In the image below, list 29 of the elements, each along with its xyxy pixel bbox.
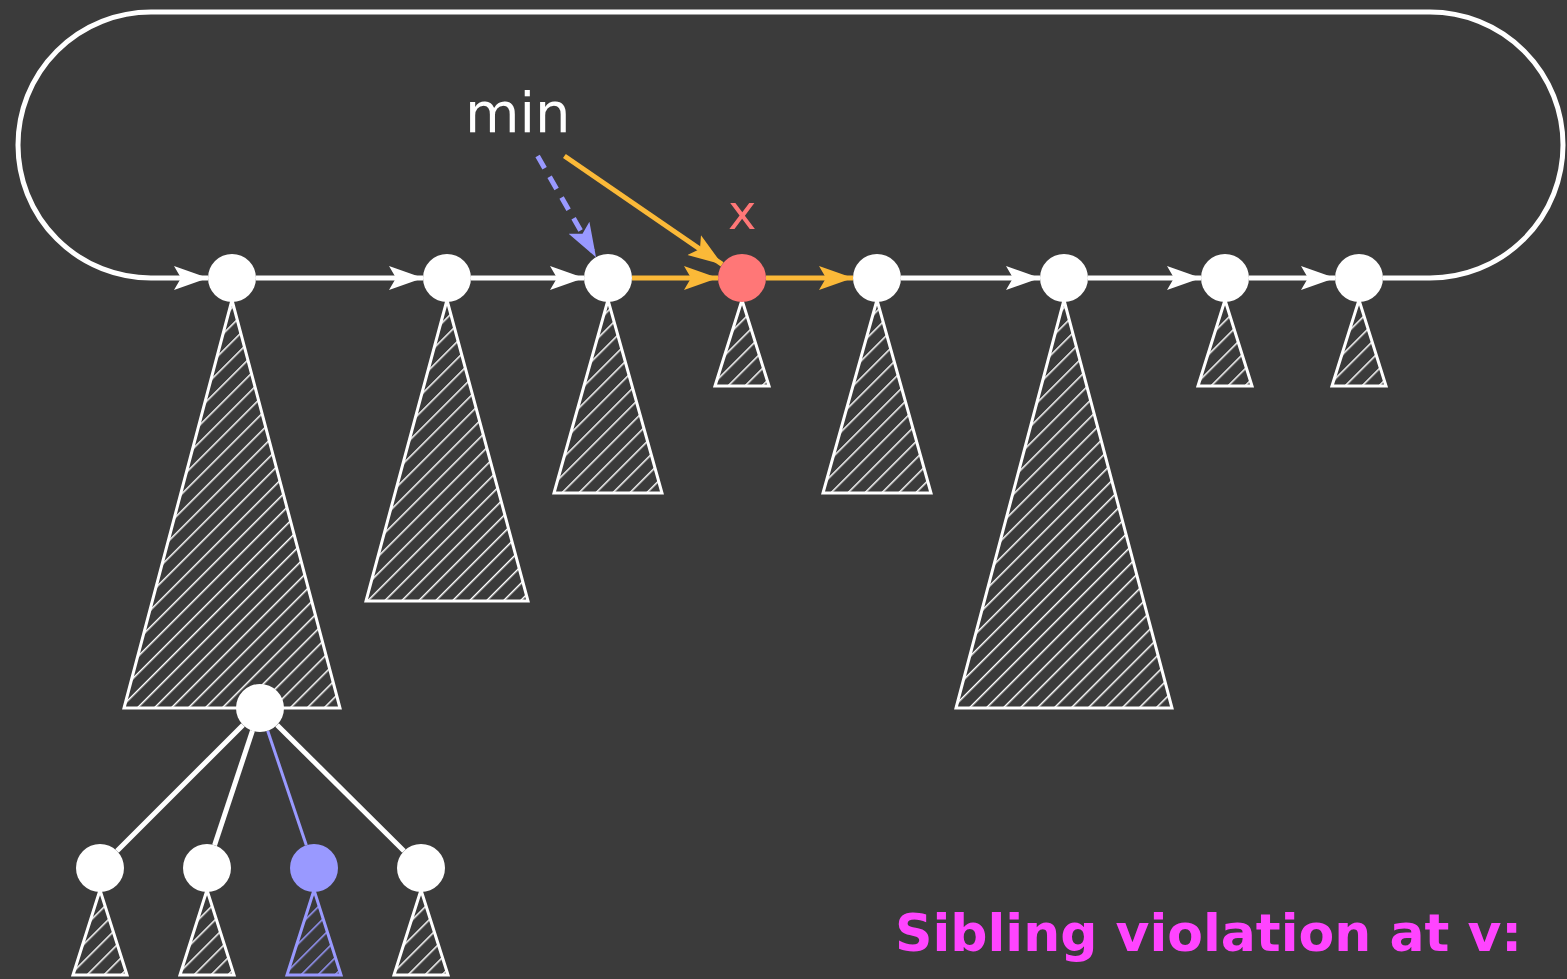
tree-edge-line — [212, 730, 255, 846]
arrow — [1249, 266, 1335, 290]
tree-node-circle — [584, 254, 632, 302]
tree-edge-line — [266, 730, 308, 846]
tree-node-circle — [76, 844, 124, 892]
tree-node-circle — [397, 844, 445, 892]
tree-edge-line — [275, 723, 406, 853]
arrow — [632, 266, 718, 290]
tree-node-circle — [1335, 254, 1383, 302]
tree-node-circle — [853, 254, 901, 302]
tree-node-circle — [208, 254, 256, 302]
arrow — [901, 266, 1040, 290]
arrow — [766, 266, 853, 290]
arrow — [256, 266, 423, 290]
tree-edge-line — [115, 723, 245, 853]
tree-node-circle — [423, 254, 471, 302]
arrow — [471, 266, 584, 290]
tree-node-circle — [290, 844, 338, 892]
arrow — [1088, 266, 1201, 290]
tree-node-circle — [718, 254, 766, 302]
circular-link-arrow — [15, 9, 1566, 290]
tree-node-circle — [1201, 254, 1249, 302]
tree-node-circle — [1040, 254, 1088, 302]
pointer-label: min — [465, 82, 571, 144]
arrow — [535, 154, 599, 259]
tree-node-circle — [183, 844, 231, 892]
arrow — [563, 153, 724, 267]
node-label: x — [728, 188, 757, 236]
violation-caption: Sibling violation at v: — [895, 905, 1523, 963]
